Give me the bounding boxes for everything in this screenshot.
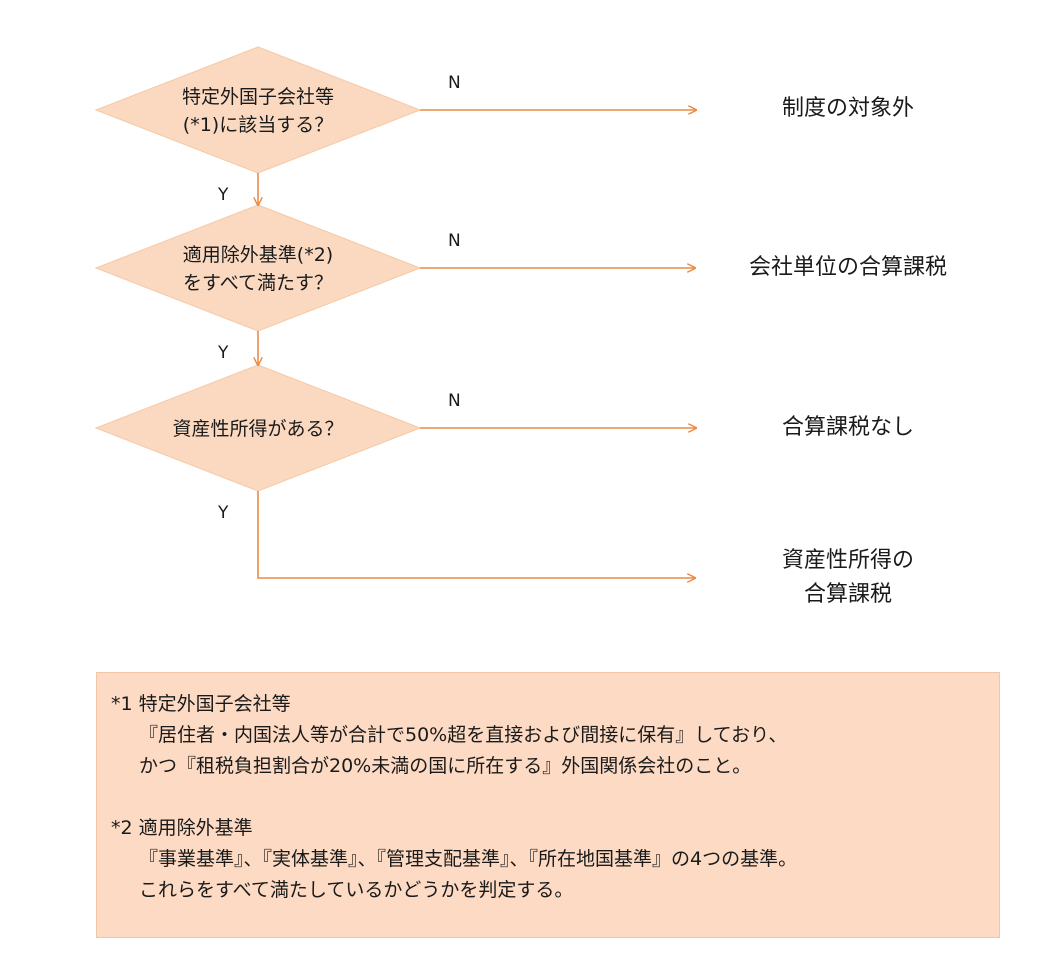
decision-specified-foreign-subsidiary: 特定外国子会社等 (*1)に該当する？ xyxy=(94,46,422,174)
yes-label: Y xyxy=(217,503,229,523)
footnote-2: *2 適用除外基準 『事業基準』、『実体基準』、『管理支配基準』、『所在地国基準… xyxy=(111,813,985,906)
decision-text: 資産性所得がある？ xyxy=(172,418,343,440)
decision-diamond xyxy=(94,46,422,174)
result-box-out-of-scope: 制度の対象外 xyxy=(697,46,999,172)
result-box-company-level-taxation: 会社単位の合算課税 xyxy=(696,205,1000,331)
decision-diamond xyxy=(94,204,422,332)
decision-text: をすべて満たす？ xyxy=(183,272,333,294)
footnote-line: これらをすべて満たしているかどうかを判定する。 xyxy=(139,879,574,901)
result-text: 合算課税なし xyxy=(781,414,914,440)
footnote-line: 『居住者・内国法人等が合計で50%超を直接および間接に保有』しており、 xyxy=(139,724,788,746)
result-text: 会社単位の合算課税 xyxy=(748,254,947,280)
decision-exemption-criteria: 適用除外基準(*2) をすべて満たす？ xyxy=(94,204,422,332)
footnote-box: *1 特定外国子会社等 『居住者・内国法人等が合計で50%超を直接および間接に保… xyxy=(96,672,1000,938)
decision-text: (*1)に該当する？ xyxy=(183,114,333,136)
result-text: 合算課税 xyxy=(803,582,892,607)
result-box-passive-income-taxation: 資産性所得の 合算課税 xyxy=(696,515,1000,641)
result-text: 制度の対象外 xyxy=(781,95,914,121)
footnote-1: *1 特定外国子会社等 『居住者・内国法人等が合計で50%超を直接および間接に保… xyxy=(111,689,985,782)
no-label: N xyxy=(448,391,461,411)
footnote-line: かつ『租税負担割合が20%未満の国に所在する』外国関係会社のこと。 xyxy=(139,755,752,777)
decision-passive-income: 資産性所得がある？ xyxy=(94,364,422,492)
no-label: N xyxy=(448,231,461,251)
yes-arrow xyxy=(257,491,695,578)
decision-text: 適用除外基準(*2) xyxy=(183,244,333,266)
result-text: 資産性所得の xyxy=(781,547,914,573)
yes-label: Y xyxy=(217,343,229,363)
decision-text: 特定外国子会社等 xyxy=(182,86,334,108)
no-label: N xyxy=(448,73,461,93)
footnote-heading: *1 特定外国子会社等 xyxy=(111,693,291,715)
result-box-no-taxation: 合算課税なし xyxy=(697,365,999,491)
yes-label: Y xyxy=(217,185,229,205)
footnote-line: 『事業基準』、『実体基準』、『管理支配基準』、『所在地国基準』の4つの基準。 xyxy=(139,848,798,870)
footnote-heading: *2 適用除外基準 xyxy=(111,817,253,839)
